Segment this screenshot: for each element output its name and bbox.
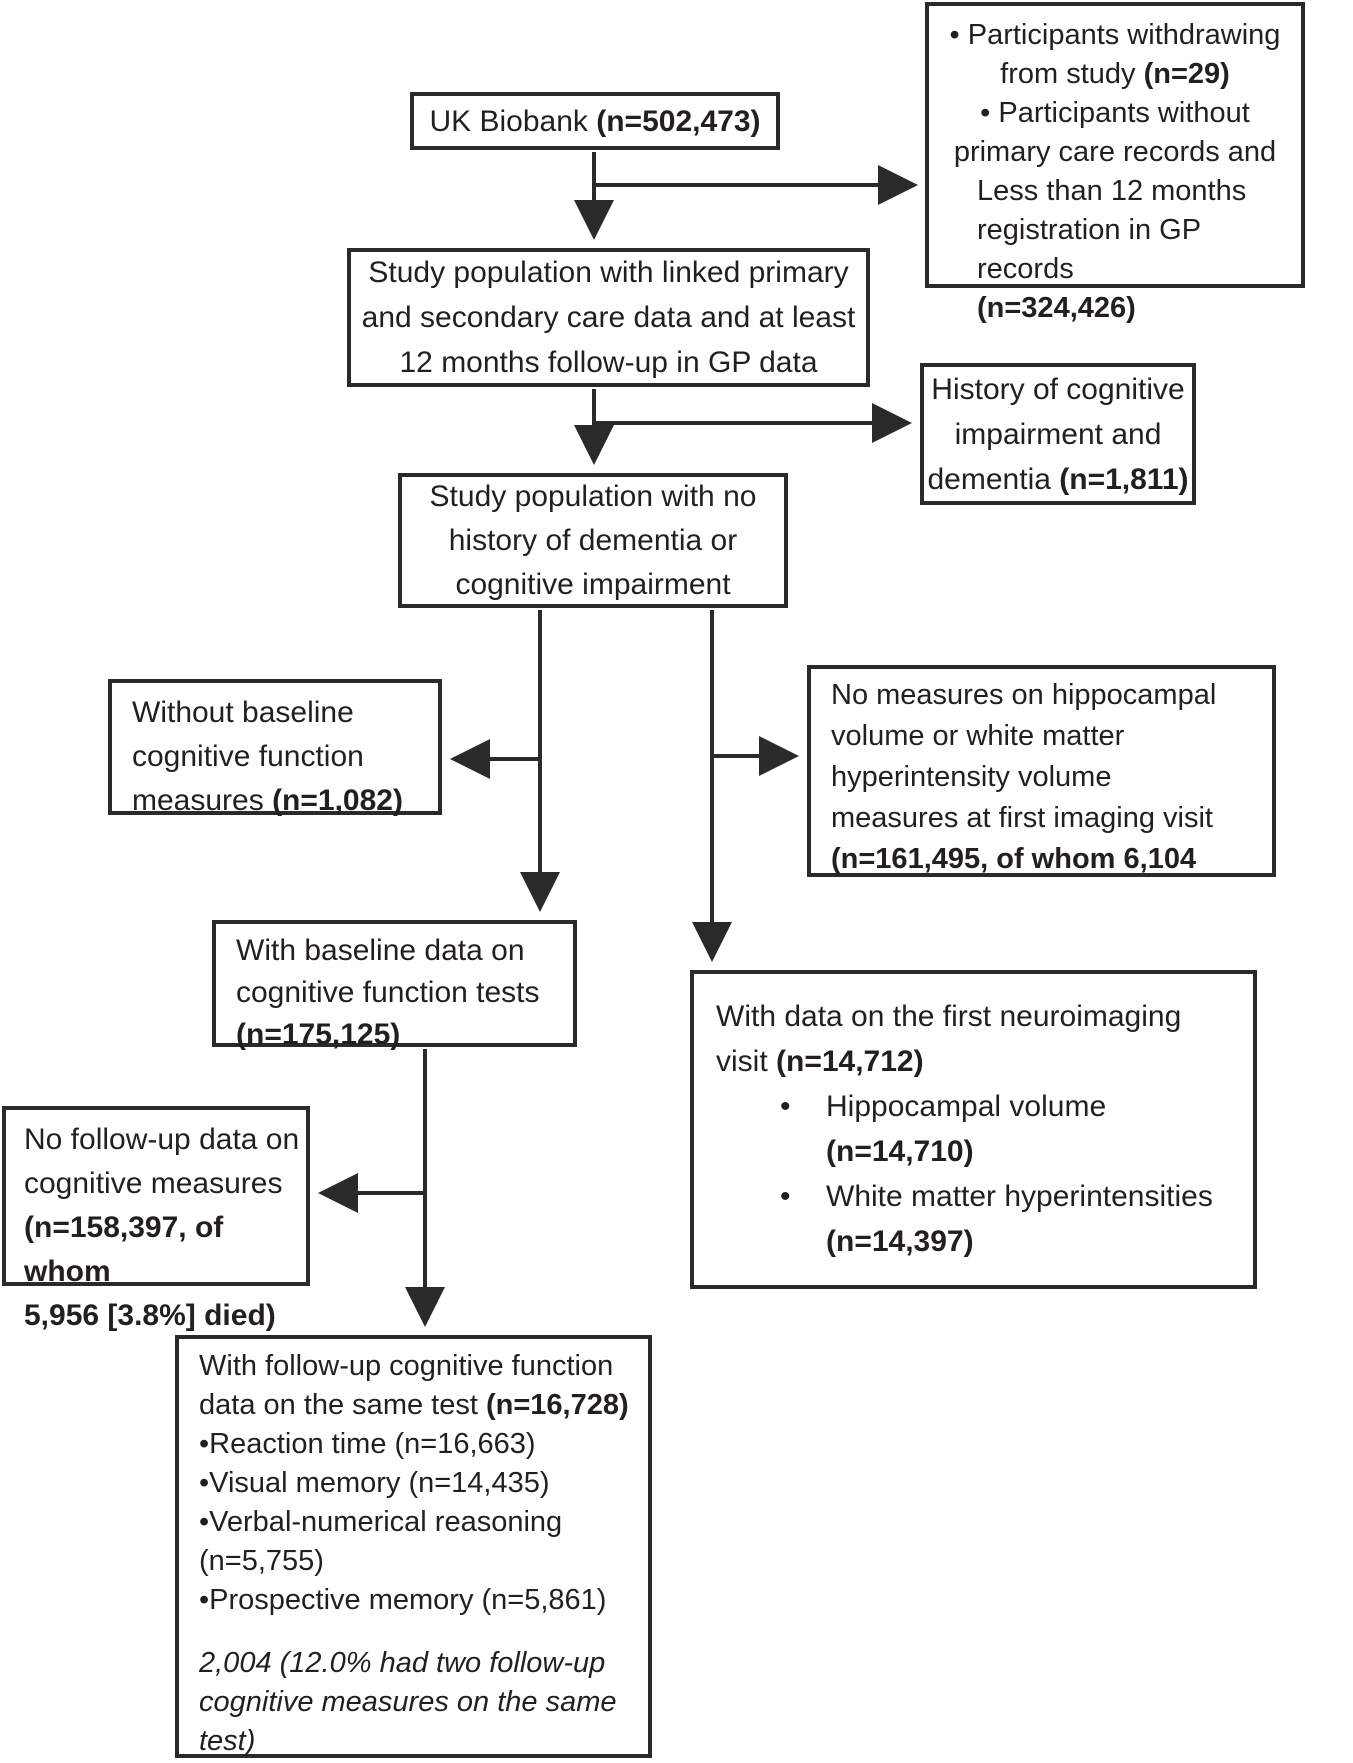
box-with-followup-data: With follow-up cognitive function data o… [175,1335,652,1758]
bullet-icon: • [780,1090,791,1123]
neuro-line2: visit (n=14,712) [716,1045,924,1078]
box-exclusion-no-imaging-measures: No measures on hippocampal volume or whi… [807,665,1276,877]
followup-item-prospective-memory: •Prospective memory (n=5,861) [199,1584,607,1616]
withdraw-line4: primary care records and [953,136,1277,168]
nobaseline-line3: measures (n=1,082) [132,784,403,817]
baseline-line3: (n=175,125) [236,1018,401,1051]
baseline-line1: With baseline data on [236,934,525,967]
nofollowup-line3: (n=158,397, of whom [24,1211,224,1288]
followup-item-verbal-numerical: •Verbal-numerical reasoning [199,1506,563,1538]
linked-line3: 12 months follow-up in GP data [399,346,818,379]
neuro-bullet-wmh: • White matter hyperintensities (n=14,39… [716,1174,1243,1264]
followup-line1: With follow-up cognitive function [199,1350,614,1382]
spacer [199,1620,640,1644]
nofollowup-line1: No follow-up data on [24,1123,300,1156]
followup-note-line3: test) [199,1725,256,1757]
withdraw-line2: from study (n=29) [1000,58,1230,90]
noimaging-line5: (n=161,495, of whom 6,104 [831,843,1197,875]
neuro-line1: With data on the first neuroimaging [716,1000,1182,1033]
linked-line1: Study population with linked primary [368,256,849,289]
noimaging-line3: hyperintensity volume [831,761,1112,793]
box-exclusion-no-baseline: Without baseline cognitive function meas… [108,679,442,817]
box-neuroimaging-visit: With data on the first neuroimaging visi… [690,970,1257,1289]
withdraw-line5: Less than 12 months [977,175,1247,207]
nohist-line2: history of dementia or [448,523,738,557]
followup-item-verbal-numerical-n: (n=5,755) [199,1545,324,1577]
nobaseline-line2: cognitive function [132,740,364,773]
box-exclusion-history-dementia: History of cognitive impairment and deme… [920,363,1196,505]
baseline-line2: cognitive function tests [236,976,540,1009]
nofollowup-line4: 5,956 [3.8%] died) [24,1299,276,1332]
neuro-bullet-hippocampal: • Hippocampal volume (n=14,710) [716,1084,1243,1174]
followup-note-line2: cognitive measures on the same [199,1686,617,1718]
followup-note-line1: 2,004 (12.0% had two follow-up [199,1647,606,1679]
followup-line2: data on the same test (n=16,728) [199,1389,629,1421]
followup-item-visual-memory: •Visual memory (n=14,435) [199,1467,550,1499]
box-exclusion-withdrawal: • Participants withdrawing from study (n… [925,2,1305,324]
box-study-population-no-history: Study population with no history of deme… [398,473,788,608]
noimaging-line4: measures at first imaging visit [831,802,1213,834]
withdraw-line6: registration in GP records [977,214,1201,285]
box-with-baseline-data: With baseline data on cognitive function… [212,920,577,1051]
withdraw-line7: (n=324,426) [977,292,1136,324]
withdraw-line1: • Participants withdrawing [949,19,1281,51]
history-line2: impairment and [954,417,1162,451]
nohist-line1: Study population with no [429,479,757,513]
linked-line2: and secondary care data and at least [361,301,856,334]
box-study-population-linked: Study population with linked primary and… [347,248,870,387]
noimaging-line2: volume or white matter [831,720,1125,752]
history-line3: dementia (n=1,811) [927,462,1189,496]
uk-biobank-text: UK Biobank (n=502,473) [429,104,761,138]
withdraw-line3: • Participants without [980,97,1250,129]
nofollowup-line2: cognitive measures [24,1167,283,1200]
nobaseline-line1: Without baseline [132,696,354,729]
history-line1: History of cognitive [931,372,1185,406]
box-exclusion-no-followup: No follow-up data on cognitive measures … [2,1106,310,1332]
box-uk-biobank: UK Biobank (n=502,473) [410,92,780,150]
nohist-line3: cognitive impairment [455,567,731,601]
noimaging-line1: No measures on hippocampal [831,679,1217,711]
bullet-icon: • [780,1180,791,1213]
followup-item-reaction-time: •Reaction time (n=16,663) [199,1428,536,1460]
